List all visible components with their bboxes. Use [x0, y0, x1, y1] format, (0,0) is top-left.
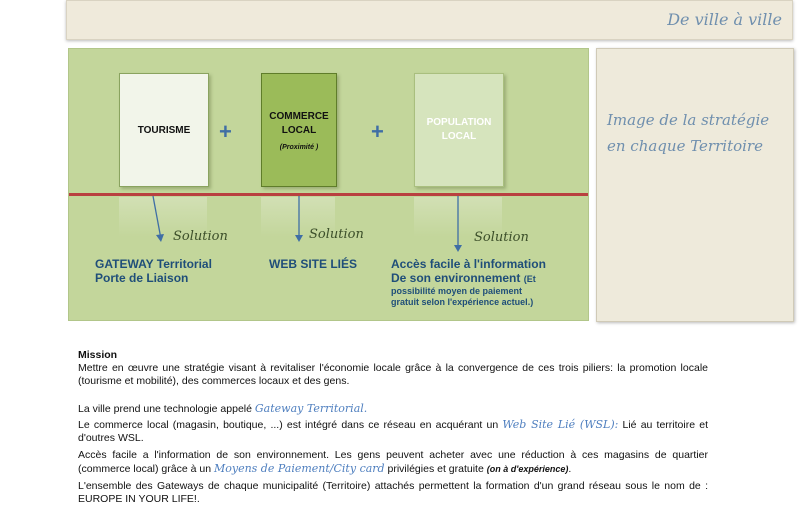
header-title: De ville à ville — [667, 10, 782, 29]
mission-heading: Mission — [78, 349, 118, 361]
divider-line — [69, 193, 588, 196]
pillar-population-local: POPULATION LOCAL — [414, 73, 504, 187]
pillar-label: POPULATION LOCAL — [426, 117, 492, 142]
pillar-commerce-local: COMMERCE LOCAL (Proximité ) — [261, 73, 337, 187]
plus-sign: + — [219, 119, 232, 144]
pillar-sub: (Proximité ) — [279, 143, 319, 151]
arrow-1 — [152, 195, 162, 240]
mission-section: Mission Mettre en œuvre une stratégie vi… — [78, 349, 708, 506]
solution-label: Solution — [173, 229, 228, 244]
result-gateway: GATEWAY Territorial Porte de Liaison — [95, 257, 212, 285]
payment-highlight: Moyens de Paiement/City card — [213, 462, 385, 475]
mission-paragraph: La ville prend une technologie appelé Ga… — [78, 402, 368, 415]
strategy-side-box: Image de la stratégie en chaque Territoi… — [596, 48, 794, 322]
gateway-highlight: Gateway Territorial. — [254, 402, 368, 415]
arrows — [152, 195, 462, 252]
mission-paragraph: Accès facile a l'information de son envi… — [78, 449, 708, 475]
strategy-diagram: TOURISME + COMMERCE LOCAL (Proximité ) +… — [68, 48, 589, 321]
pillar-label: TOURISME — [137, 124, 191, 136]
plus-sign: + — [371, 119, 384, 144]
side-text: Image de la stratégie en chaque Territoi… — [607, 111, 770, 155]
pillar-label: COMMERCE LOCAL — [269, 110, 329, 136]
result-access: Accès facile à l'information De son envi… — [391, 257, 546, 285]
header-banner: De ville à ville — [66, 0, 793, 40]
pillar-tourisme: TOURISME — [119, 73, 209, 187]
reflection — [119, 197, 207, 237]
result-web-sites: WEB SITE LIÉS — [269, 257, 358, 271]
mission-paragraph: Le commerce local (magasin, boutique, ..… — [78, 418, 708, 444]
solution-label: Solution — [474, 230, 529, 245]
mission-paragraph: Mettre en œuvre une stratégie visant à r… — [78, 362, 708, 387]
mission-paragraph: L'ensemble des Gateways de chaque munici… — [78, 480, 708, 505]
solution-label: Solution — [309, 227, 364, 242]
wsl-highlight: Web Site Lié (WSL): — [502, 418, 619, 431]
result-note: possibilité moyen de paiement gratuit se… — [391, 286, 534, 307]
reflection — [261, 197, 335, 237]
